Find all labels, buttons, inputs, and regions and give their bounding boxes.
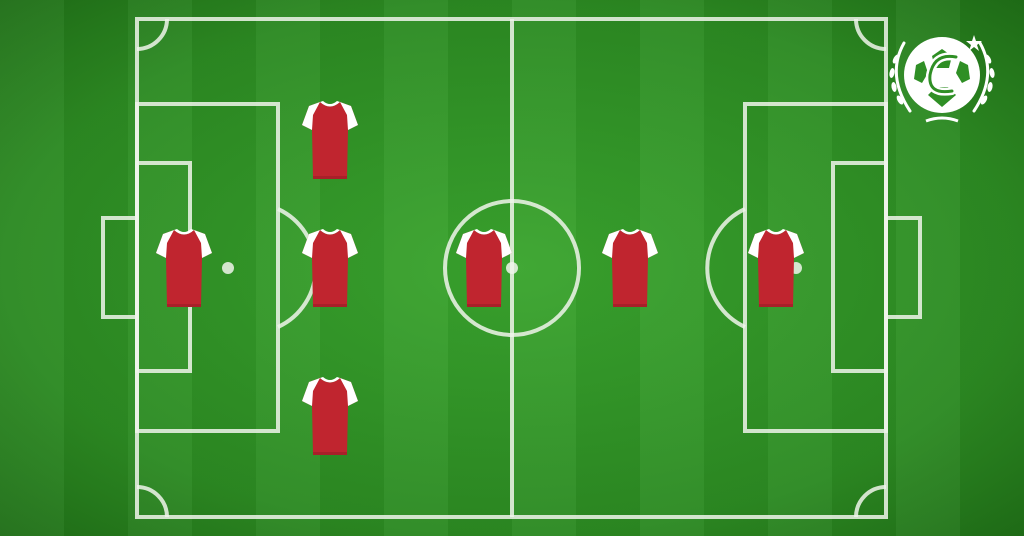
corner-arc-top-left [136, 18, 169, 51]
player-jersey-defender-bottom [301, 375, 359, 457]
player-jersey-forward-left [601, 227, 659, 309]
player-jersey-defender-center [301, 227, 359, 309]
football-laurel-logo-icon [889, 35, 995, 123]
right-goal [884, 216, 922, 319]
jersey-icon [748, 229, 804, 307]
player-jersey-goalkeeper [155, 227, 213, 309]
jersey-icon [156, 229, 212, 307]
right-penalty-arc [705, 207, 746, 329]
jersey-icon [302, 377, 358, 455]
player-jersey-defender-top [301, 99, 359, 181]
left-goal [101, 216, 139, 319]
corner-arc-bottom-left [136, 485, 169, 518]
player-jersey-forward-right [747, 227, 805, 309]
jersey-icon [302, 229, 358, 307]
corner-arc-bottom-right [854, 485, 887, 518]
right-goal-area [831, 161, 888, 373]
left-penalty-spot [222, 262, 234, 274]
jersey-icon [302, 101, 358, 179]
jersey-icon [602, 229, 658, 307]
center-circle [443, 199, 581, 337]
jersey-icon [456, 229, 512, 307]
center-spot [506, 262, 518, 274]
player-jersey-midfielder-center [455, 227, 513, 309]
corner-arc-top-right [854, 18, 887, 51]
